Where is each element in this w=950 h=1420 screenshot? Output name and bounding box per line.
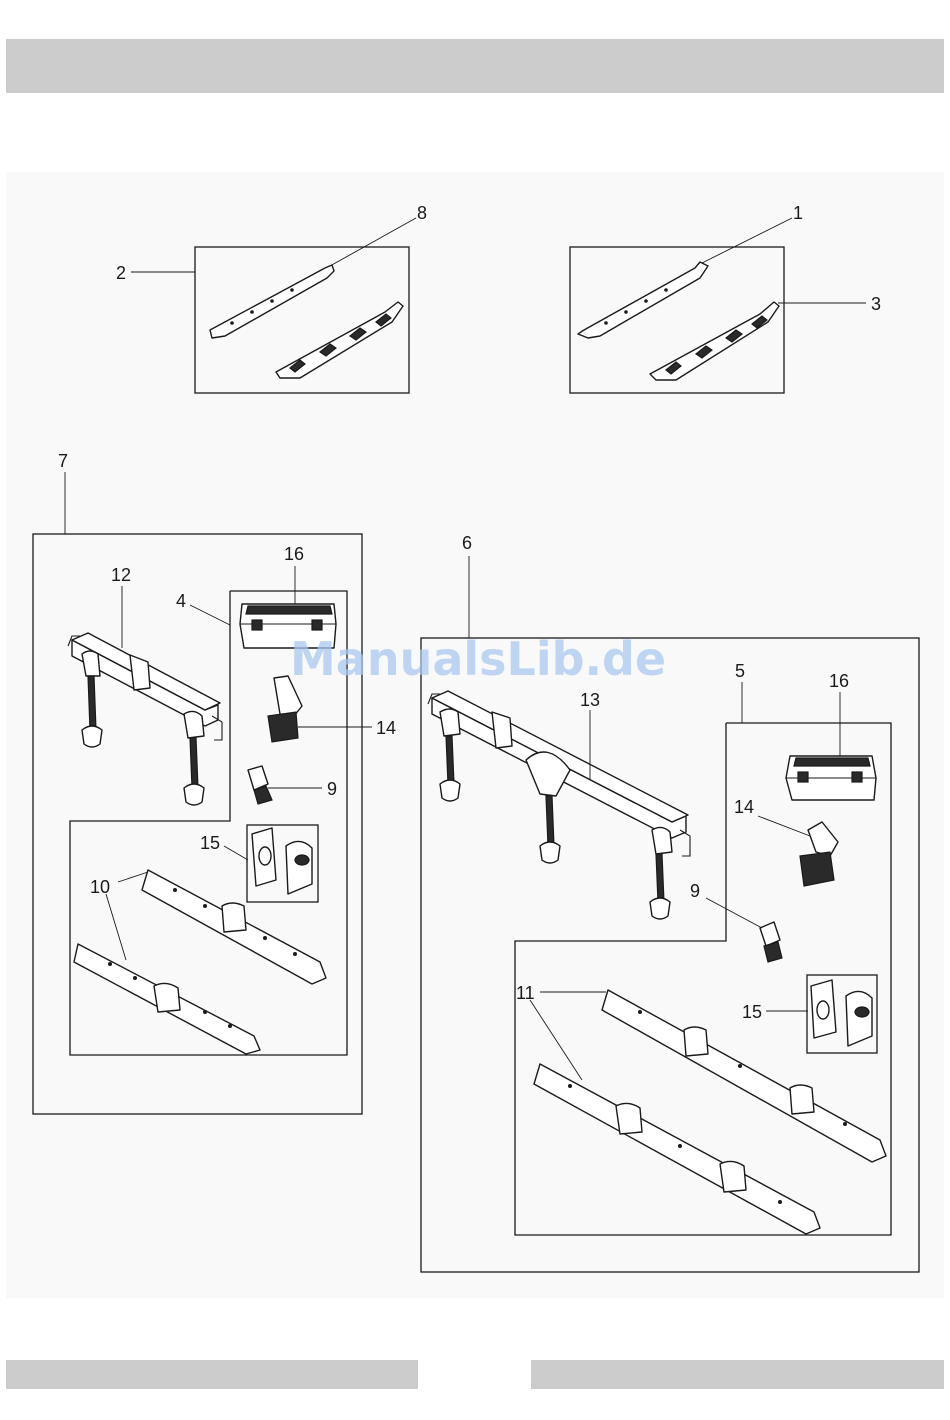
callout-14-right: 14 [734,797,754,817]
rail-part-1 [578,262,708,338]
latch-14-right [800,822,838,886]
lifting-beam-12 [68,633,222,805]
callout-9-right: 9 [690,881,700,901]
lifting-beam-13 [428,691,690,919]
leader-14-right [758,816,810,836]
callout-8: 8 [417,203,427,223]
runner-part-2 [276,302,403,378]
callout-9-left: 9 [327,779,337,799]
plate-15-right [811,980,872,1046]
callout-4: 4 [176,591,186,611]
leader-15-left [224,846,248,860]
leader-9-right [706,898,762,928]
rail-part-8 [210,265,334,338]
callout-6: 6 [462,533,472,553]
leader-1 [702,218,792,263]
watermark: ManualsLib.de [290,632,666,686]
footer-bar-right [531,1360,944,1389]
callout-16-left: 16 [284,544,304,564]
leader-8 [330,218,416,266]
leader-10 [118,872,148,882]
callout-15-right: 15 [742,1002,762,1022]
callout-14-left: 14 [376,718,396,738]
clip-9-right [760,922,782,962]
runner-part-3 [650,302,779,380]
callout-7: 7 [58,451,68,471]
callout-11: 11 [516,983,535,1003]
footer-bar-left [6,1360,418,1389]
leader-4 [190,605,230,625]
leader-10b [106,894,126,960]
callout-1: 1 [793,203,803,223]
callout-2: 2 [116,263,126,283]
callout-15-left: 15 [200,833,220,853]
callout-12: 12 [111,565,131,585]
callout-13: 13 [580,690,600,710]
beam-10-lower [74,944,260,1054]
callout-5: 5 [735,661,745,681]
callout-16-right: 16 [829,671,849,691]
case-16-right [786,756,876,800]
callout-3: 3 [871,294,881,314]
callout-10: 10 [90,877,110,897]
leader-11b [530,1000,582,1080]
clip-9-left [248,766,272,804]
plate-15-left [252,828,312,894]
